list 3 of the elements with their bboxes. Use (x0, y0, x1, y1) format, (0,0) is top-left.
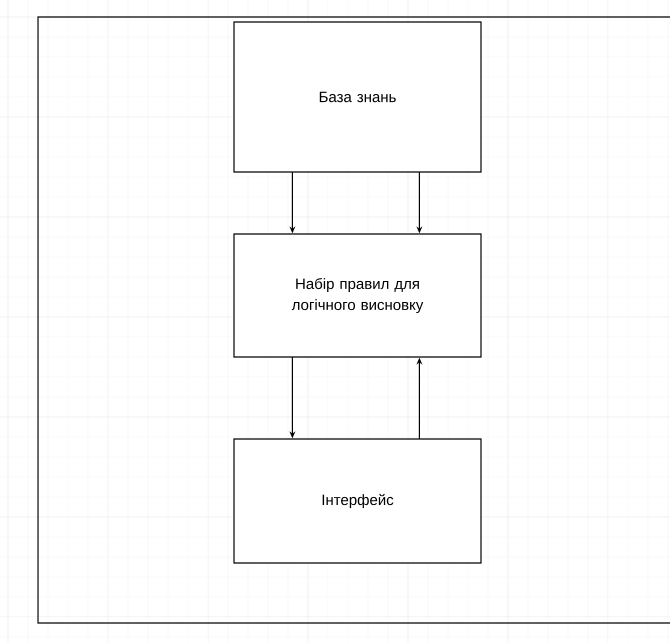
process-box: Набір правил для логічного висновку (233, 233, 482, 358)
process-box: Інтерфейс (233, 438, 482, 564)
process-box: База знань (233, 21, 482, 173)
